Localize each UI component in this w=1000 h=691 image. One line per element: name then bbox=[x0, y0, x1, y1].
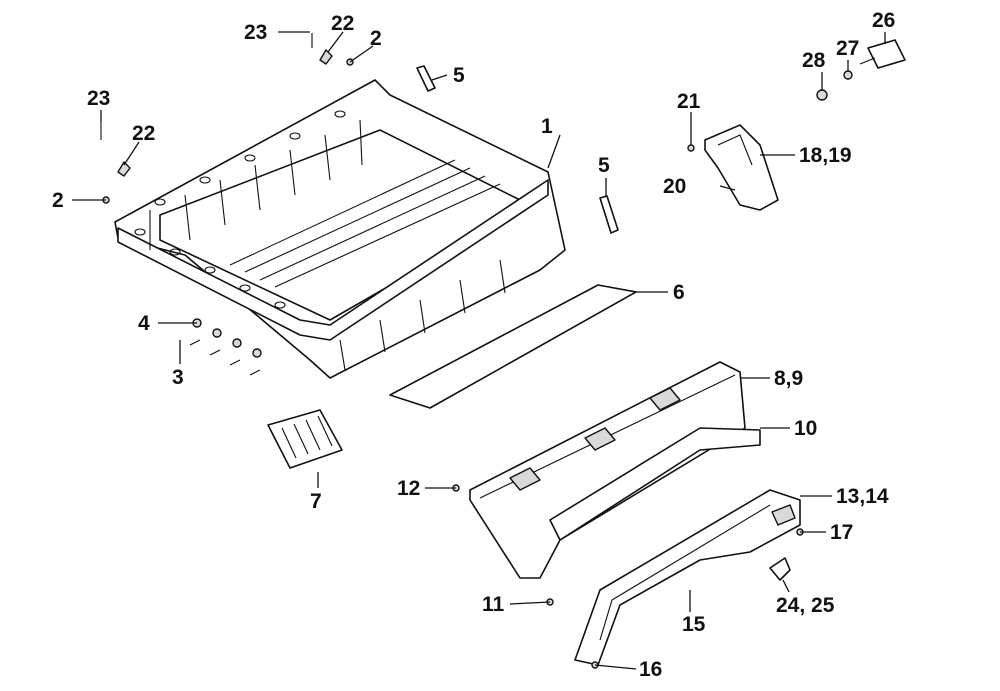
part-bracket bbox=[687, 124, 779, 211]
rail-holes bbox=[134, 110, 346, 309]
callout-4: 4 bbox=[138, 312, 150, 335]
callout-16: 16 bbox=[639, 658, 662, 681]
part-pad-upper bbox=[416, 65, 436, 92]
callout-2-left: 2 bbox=[52, 189, 64, 212]
part-latch bbox=[816, 39, 906, 101]
part-liner bbox=[549, 427, 761, 541]
callout-5-upper: 5 bbox=[453, 64, 465, 87]
callout-28: 28 bbox=[802, 49, 826, 72]
callout-23-left: 23 bbox=[87, 87, 110, 110]
callout-27: 27 bbox=[836, 37, 859, 60]
callout-23-top: 23 bbox=[244, 21, 267, 44]
callout-20: 20 bbox=[663, 175, 686, 198]
callout-15: 15 bbox=[682, 613, 706, 636]
callout-1: 1 bbox=[541, 115, 553, 138]
callout-12: 12 bbox=[397, 477, 420, 500]
part-fender bbox=[574, 489, 801, 666]
callout-8-9: 8,9 bbox=[774, 367, 803, 390]
callout-13-14: 13,14 bbox=[836, 485, 889, 508]
part-plug bbox=[769, 557, 791, 581]
callout-3: 3 bbox=[172, 366, 184, 389]
leader-lines bbox=[72, 31, 886, 670]
callout-2-top: 2 bbox=[370, 27, 382, 50]
callout-21: 21 bbox=[677, 90, 701, 113]
callout-26: 26 bbox=[872, 9, 895, 32]
part-cargo-box bbox=[114, 79, 566, 379]
callout-11: 11 bbox=[482, 593, 505, 616]
part-pad-lower bbox=[599, 195, 619, 234]
part-mud-flap bbox=[267, 409, 343, 469]
callout-22-left: 22 bbox=[132, 122, 155, 145]
callout-10: 10 bbox=[794, 417, 817, 440]
callout-22-top: 22 bbox=[331, 12, 354, 35]
callout-17: 17 bbox=[830, 521, 853, 544]
callout-5-lower: 5 bbox=[598, 154, 610, 177]
callout-7: 7 bbox=[310, 490, 322, 513]
callout-labels: 1 2 2 3 4 5 5 6 7 8,9 10 11 12 13,14 15 … bbox=[52, 9, 895, 681]
callout-18-19: 18,19 bbox=[799, 144, 852, 167]
callout-6: 6 bbox=[673, 281, 685, 304]
callout-24-25: 24, 25 bbox=[776, 594, 835, 617]
